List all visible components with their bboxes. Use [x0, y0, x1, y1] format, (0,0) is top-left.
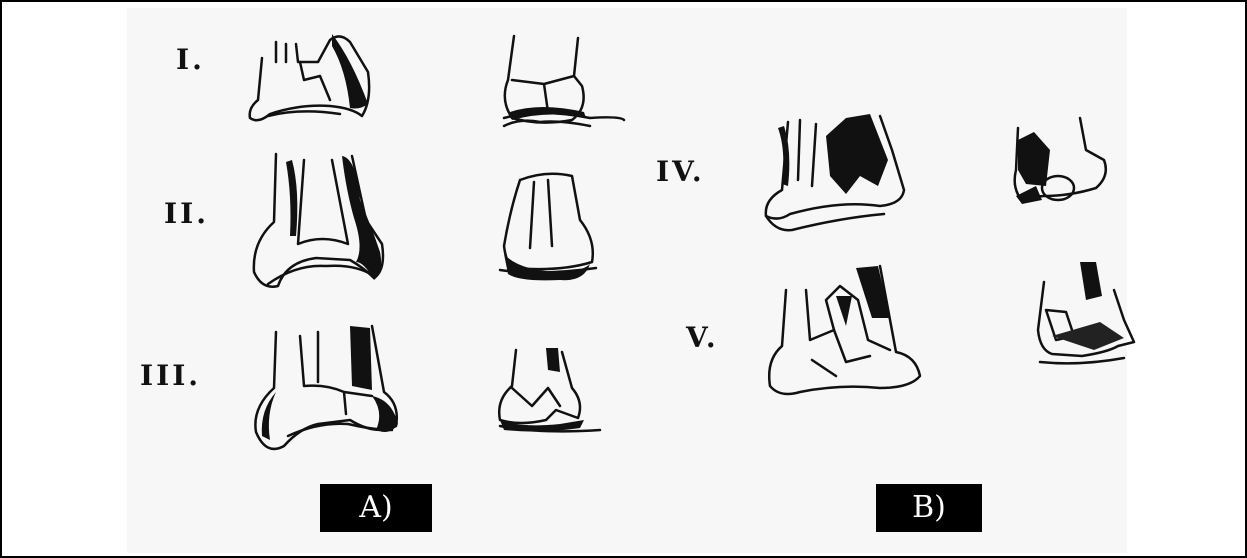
type-5-numeral: V. [686, 324, 719, 352]
type-2-numeral: II. [164, 200, 209, 228]
type-4-numeral: IV. [656, 158, 705, 186]
type-5-front-view [769, 266, 920, 394]
panel-label-b: B) [876, 484, 982, 532]
type-1-numeral: I. [176, 46, 205, 74]
panel-label-a: A) [320, 484, 432, 532]
type-2-side-view [500, 174, 596, 273]
type-3-numeral: III. [140, 362, 201, 390]
type-3-front-view [255, 326, 396, 449]
